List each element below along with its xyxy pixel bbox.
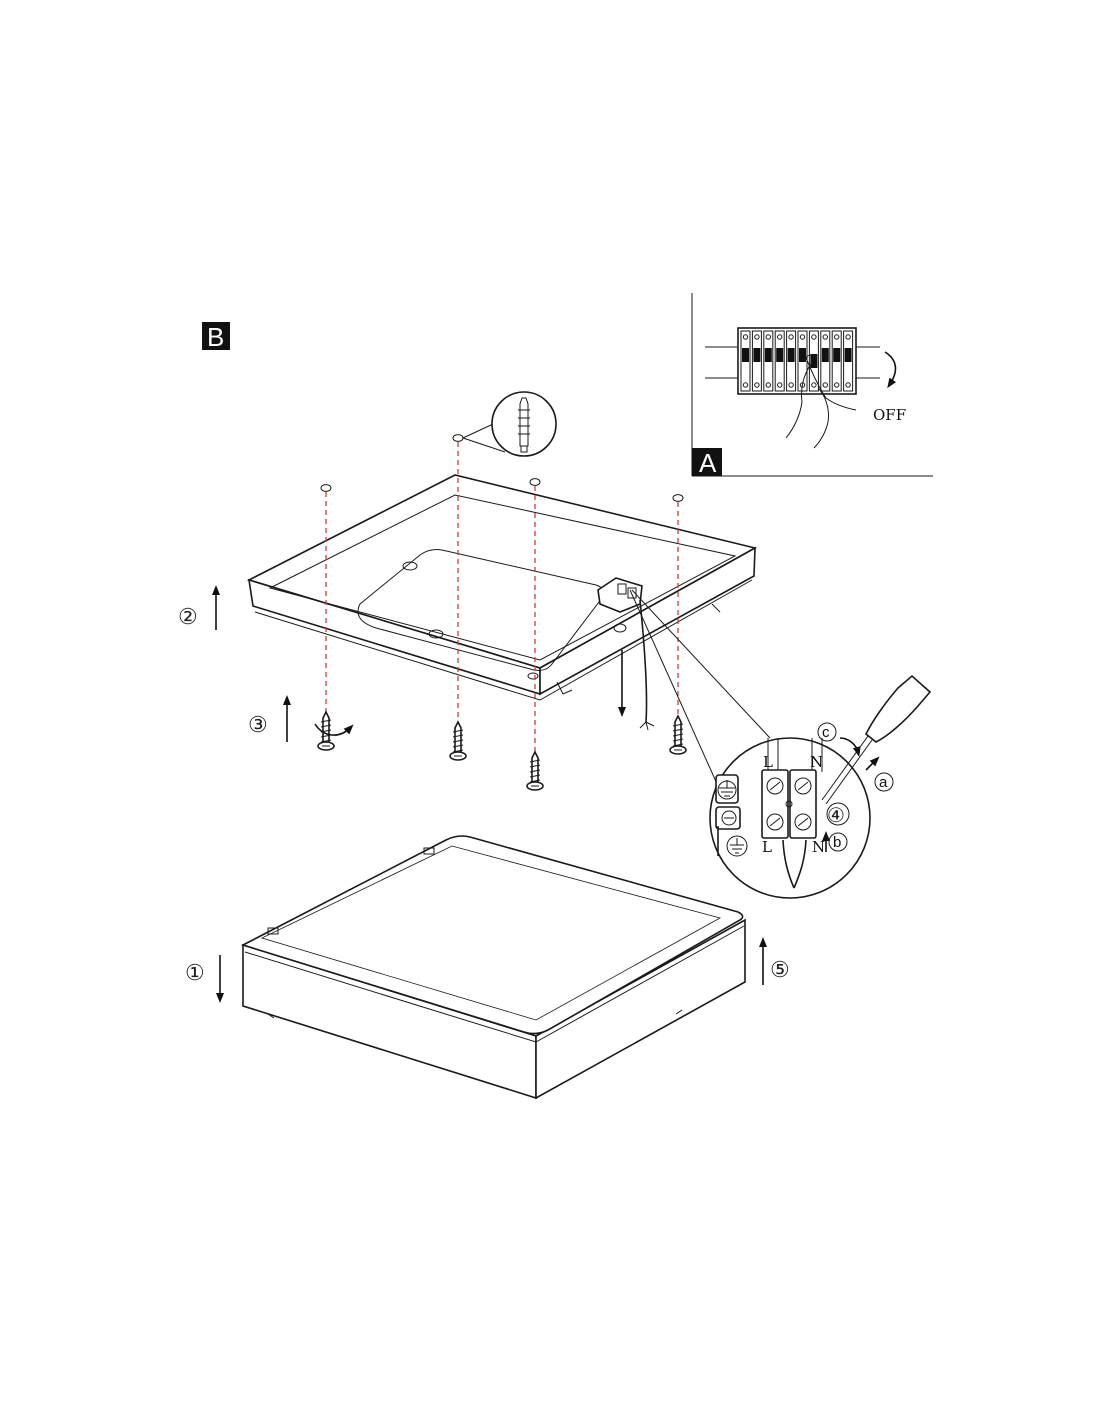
breaker-toggle xyxy=(810,354,818,368)
breaker-toggle xyxy=(753,348,761,362)
wiring-detail: L N L N ④ ④ c a b xyxy=(629,589,932,899)
step-5-label: ⑤ xyxy=(770,958,790,983)
earth-ground-icon-lower xyxy=(726,835,748,857)
live-top-label: L xyxy=(763,753,773,771)
step-4-label-visible: ④ xyxy=(827,803,845,827)
pull-arrow xyxy=(865,756,880,771)
panel-a-label-box xyxy=(692,448,722,476)
breaker-module xyxy=(831,330,842,392)
screw-icon xyxy=(449,720,467,761)
breaker-toggle xyxy=(799,348,806,362)
panel-a: A OFF xyxy=(691,293,933,478)
panel-b-label-box xyxy=(202,322,230,350)
supply-cable xyxy=(639,599,648,723)
circuit-breaker-icon xyxy=(705,327,880,395)
breaker-module xyxy=(774,330,785,392)
step-3-label: ③ xyxy=(248,713,268,738)
rotate-arrow xyxy=(839,737,861,757)
ceiling-hole xyxy=(452,434,464,442)
live-bottom-label: L xyxy=(762,838,772,856)
switch-off-arrow xyxy=(884,351,897,389)
neutral-top-label: N xyxy=(810,753,823,771)
ceiling-hole xyxy=(672,494,684,502)
neutral-bottom-label: N xyxy=(812,838,825,856)
panel-a-label: A xyxy=(699,448,717,478)
wall-plug-icon xyxy=(518,397,530,453)
breaker-toggle xyxy=(821,348,829,362)
breaker-module xyxy=(843,330,854,392)
breaker-toggle xyxy=(764,348,772,362)
sub-step-b-label: b xyxy=(833,834,841,851)
breaker-module xyxy=(740,330,751,392)
screw-rotate-arrow xyxy=(314,723,354,736)
earth-terminal xyxy=(715,774,748,857)
off-label: OFF xyxy=(873,406,906,424)
breaker-toggle xyxy=(833,348,841,362)
ceiling-hole xyxy=(529,478,541,486)
ln-terminal-block: L N L N xyxy=(761,738,825,889)
diffuser-cover xyxy=(240,835,746,1100)
panel-b-label: B xyxy=(207,322,224,352)
breaker-toggle xyxy=(844,348,852,362)
breaker-module xyxy=(786,330,797,392)
screw-icon xyxy=(526,750,544,791)
breaker-module xyxy=(763,330,774,392)
mounting-plate xyxy=(246,474,758,731)
step-1-label: ① xyxy=(185,961,205,986)
wall-plug-callout xyxy=(462,391,557,457)
breaker-module xyxy=(820,330,831,392)
screw-icon xyxy=(669,714,687,755)
screwdriver-icon xyxy=(821,674,932,805)
breaker-module xyxy=(808,330,819,392)
hand-icon xyxy=(785,354,857,449)
earth-ground-icon xyxy=(717,780,737,800)
breaker-toggle xyxy=(742,348,749,362)
step-2-label: ② xyxy=(178,605,198,630)
sub-step-a-label: a xyxy=(879,774,888,791)
screws xyxy=(317,710,687,791)
ceiling-hole xyxy=(320,484,332,492)
breaker-toggle xyxy=(776,348,784,362)
breaker-module xyxy=(751,330,762,392)
breaker-toggle xyxy=(787,348,795,362)
sub-step-c-label: c xyxy=(822,724,830,741)
drill-guides xyxy=(320,434,684,758)
